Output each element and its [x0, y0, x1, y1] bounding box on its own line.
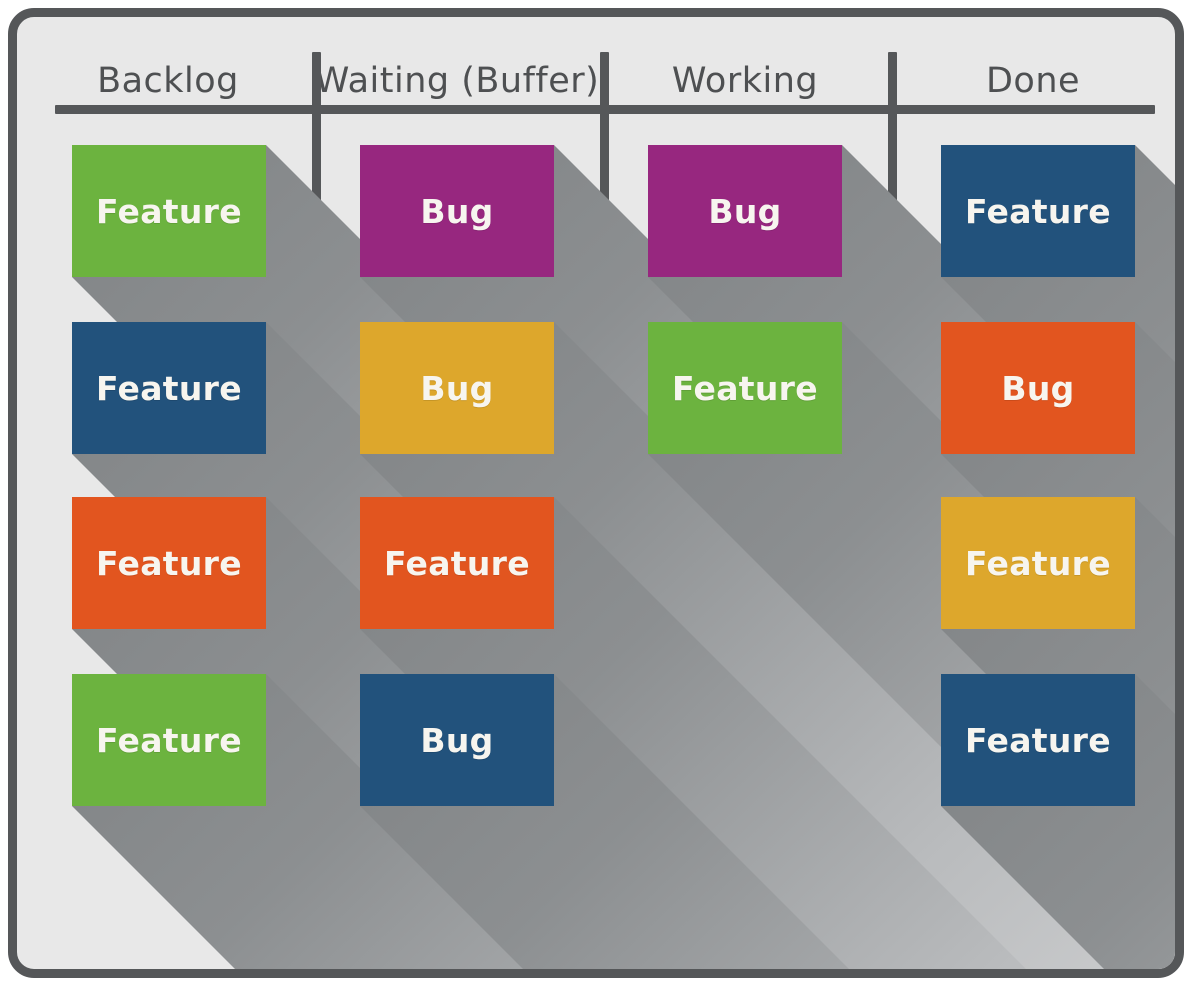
kanban-board-frame: Backlog Waiting (Buffer) Working Done Featu…: [8, 8, 1184, 978]
column-header-working: Working: [671, 61, 819, 101]
kanban-card-feature[interactable]: Feature: [941, 145, 1135, 277]
card-label: Feature: [96, 720, 242, 760]
card-label: Feature: [96, 543, 242, 583]
kanban-card-feature[interactable]: Feature: [941, 497, 1135, 629]
column-header-waiting-buffer: Waiting (Buffer): [314, 61, 600, 101]
kanban-card-bug[interactable]: Bug: [360, 145, 554, 277]
card-label: Feature: [965, 191, 1111, 231]
kanban-card-feature[interactable]: Feature: [360, 497, 554, 629]
card-label: Bug: [420, 191, 494, 231]
card-label: Feature: [965, 720, 1111, 760]
card-label: Feature: [96, 191, 242, 231]
kanban-card-bug[interactable]: Bug: [360, 674, 554, 806]
kanban-card-feature[interactable]: Feature: [72, 145, 266, 277]
card-label: Bug: [1001, 368, 1075, 408]
kanban-card-bug[interactable]: Bug: [941, 322, 1135, 454]
card-label: Bug: [420, 368, 494, 408]
card-label: Feature: [672, 368, 818, 408]
kanban-card-feature[interactable]: Feature: [648, 322, 842, 454]
card-label: Bug: [708, 191, 782, 231]
column-header-done: Done: [985, 61, 1081, 101]
card-label: Bug: [420, 720, 494, 760]
kanban-card-feature[interactable]: Feature: [72, 497, 266, 629]
kanban-board-surface: Backlog Waiting (Buffer) Working Done Featu…: [17, 17, 1175, 969]
card-label: Feature: [965, 543, 1111, 583]
kanban-card-feature[interactable]: Feature: [941, 674, 1135, 806]
kanban-card-bug[interactable]: Bug: [648, 145, 842, 277]
card-label: Feature: [384, 543, 530, 583]
kanban-card-bug[interactable]: Bug: [360, 322, 554, 454]
kanban-card-feature[interactable]: Feature: [72, 674, 266, 806]
kanban-card-feature[interactable]: Feature: [72, 322, 266, 454]
card-label: Feature: [96, 368, 242, 408]
column-header-backlog: Backlog: [97, 61, 239, 101]
